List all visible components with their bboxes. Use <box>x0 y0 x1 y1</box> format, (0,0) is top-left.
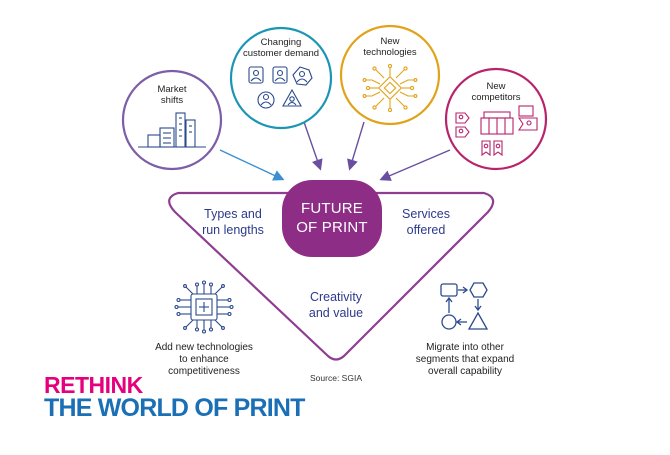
market-shifts-label: Market shifts <box>157 84 187 106</box>
new-competitors-label: New competitors <box>471 81 521 103</box>
circuit-icon <box>362 63 418 113</box>
people-icon <box>248 66 313 109</box>
arrow-competitors <box>379 149 451 181</box>
buildings-icon <box>138 112 206 148</box>
triangle-center-label: Creativity and value <box>308 290 364 320</box>
source-label: Source: SGIA <box>310 373 362 383</box>
bottom-right-label: Migrate into other segments that expand … <box>415 342 515 377</box>
arrow-technologies <box>347 121 365 171</box>
circle-market-shifts <box>121 69 223 171</box>
arrow-customer-demand <box>303 121 323 171</box>
hub-shape <box>282 180 382 257</box>
triangle-right-label: Services offered <box>402 207 450 237</box>
brand-rethink: RETHINK <box>44 372 143 398</box>
circle-new-technologies <box>339 24 441 126</box>
shapes-flow-icon <box>440 282 489 330</box>
customer-demand-label: Changing customer demand <box>242 37 320 59</box>
bottom-left-label: Add new technologies to enhance competit… <box>155 342 253 377</box>
arrow-market-shifts <box>219 149 285 181</box>
triangle-outline <box>168 191 495 361</box>
new-technologies-label: New technologies <box>363 36 417 58</box>
triangle-left-label: Types and run lengths <box>202 207 264 237</box>
chip-plus-icon <box>174 280 234 334</box>
circle-new-competitors <box>444 67 548 171</box>
brand-world-of-print: THE WORLD OF PRINT <box>44 394 305 422</box>
hub-label: FUTURE OF PRINT <box>296 200 368 236</box>
competitors-icon <box>455 105 538 157</box>
circle-customer-demand <box>229 26 333 130</box>
